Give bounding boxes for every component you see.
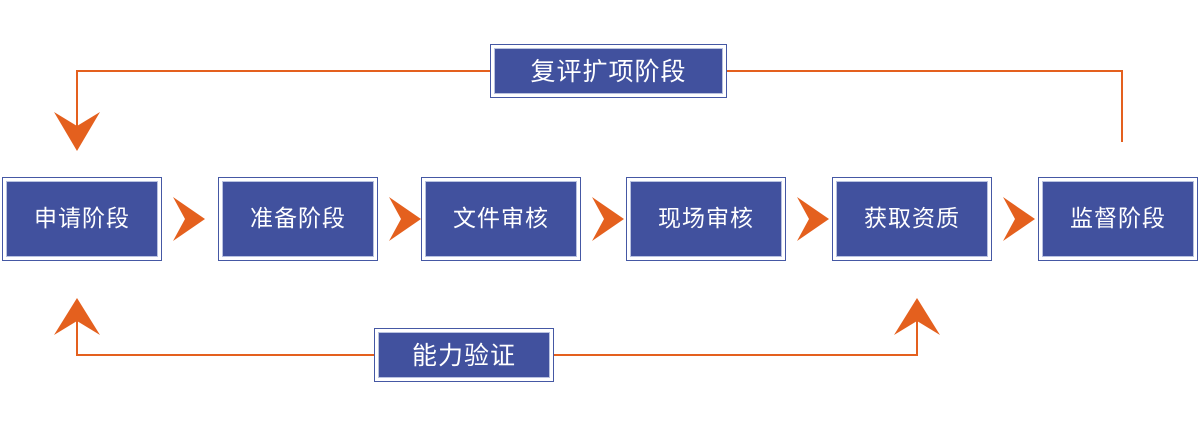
node-supervise-label: 监督阶段 xyxy=(1070,205,1166,232)
chevron-5-icon xyxy=(1003,197,1035,241)
node-reassessment-inner: 复评扩项阶段 xyxy=(494,48,723,94)
up-arrowhead-to-qualify xyxy=(894,298,940,335)
top-right-horizontal-connector xyxy=(727,70,1123,72)
node-apply[interactable]: 申请阶段 xyxy=(2,177,162,261)
chevron-4-icon xyxy=(797,197,829,241)
chevron-3-icon xyxy=(592,197,624,241)
node-reassessment[interactable]: 复评扩项阶段 xyxy=(490,44,727,98)
node-onsite-inner: 现场审核 xyxy=(630,181,782,257)
node-doc-review-inner: 文件审核 xyxy=(425,181,577,257)
node-apply-label: 申请阶段 xyxy=(34,205,130,232)
bottom-left-horizontal-connector xyxy=(76,354,374,356)
down-arrowhead-to-apply xyxy=(54,112,100,151)
node-capability-verification-label: 能力验证 xyxy=(411,340,516,370)
node-doc-review-label: 文件审核 xyxy=(453,205,549,232)
node-apply-inner: 申请阶段 xyxy=(6,181,158,257)
top-left-horizontal-connector xyxy=(76,70,491,72)
chevron-2-icon xyxy=(389,197,421,241)
node-prepare-label: 准备阶段 xyxy=(250,205,346,232)
node-capability-verification-inner: 能力验证 xyxy=(378,332,550,378)
up-arrowhead-to-apply xyxy=(54,298,100,335)
node-reassessment-label: 复评扩项阶段 xyxy=(530,56,687,86)
node-prepare[interactable]: 准备阶段 xyxy=(218,177,378,261)
node-capability-verification[interactable]: 能力验证 xyxy=(374,328,554,382)
node-onsite-label: 现场审核 xyxy=(658,205,754,232)
top-right-vertical-connector xyxy=(1121,70,1123,142)
chevron-1-icon xyxy=(173,197,205,241)
node-qualify[interactable]: 获取资质 xyxy=(832,177,992,261)
bottom-left-vertical-connector xyxy=(76,320,78,356)
node-onsite[interactable]: 现场审核 xyxy=(626,177,786,261)
bottom-right-vertical-connector xyxy=(916,320,918,356)
node-supervise[interactable]: 监督阶段 xyxy=(1038,177,1198,261)
node-prepare-inner: 准备阶段 xyxy=(222,181,374,257)
node-supervise-inner: 监督阶段 xyxy=(1042,181,1194,257)
bottom-right-horizontal-connector xyxy=(553,354,918,356)
node-qualify-inner: 获取资质 xyxy=(836,181,988,257)
top-left-vertical-connector xyxy=(76,70,78,138)
node-qualify-label: 获取资质 xyxy=(864,205,960,232)
node-doc-review[interactable]: 文件审核 xyxy=(421,177,581,261)
